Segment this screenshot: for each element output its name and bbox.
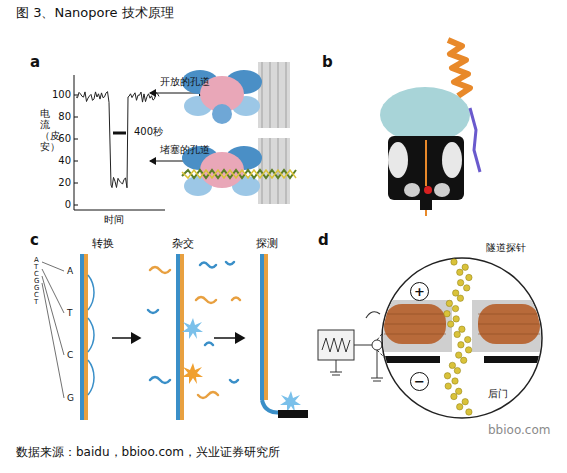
dna-bead xyxy=(465,336,471,342)
open-pore xyxy=(182,62,290,128)
panel-letter: b xyxy=(322,54,333,71)
base-letter: A xyxy=(34,256,39,264)
dna-bead xyxy=(449,362,455,368)
protein-model xyxy=(380,40,480,216)
probe-label: 隧道探针 xyxy=(486,242,526,254)
pore-label: 开放的孔道 xyxy=(160,76,210,88)
base-letter: C xyxy=(67,350,73,360)
tick-label: 60 xyxy=(58,133,71,145)
step-label: 转换 xyxy=(92,238,114,251)
dna-bead xyxy=(453,290,459,296)
fluorescent-star xyxy=(182,318,301,412)
dna-bead xyxy=(457,295,463,301)
dna-bead xyxy=(446,300,452,306)
tick-label: 40 xyxy=(58,155,71,167)
leader-lines xyxy=(42,262,64,398)
panel-letter: d xyxy=(318,232,329,249)
base-letter: T xyxy=(34,298,38,306)
base-letter: C xyxy=(34,270,39,278)
plot-axes xyxy=(74,75,165,210)
base-letter: T xyxy=(67,308,73,318)
dna-bead xyxy=(453,316,459,322)
dna-bead xyxy=(454,331,460,337)
dna-bead xyxy=(451,259,457,265)
axis-title: 电流（皮安） xyxy=(40,108,50,152)
tick-label: 0 xyxy=(65,199,71,211)
dna-bead xyxy=(464,285,470,291)
dna-bead xyxy=(462,264,468,270)
dna-bead xyxy=(466,274,472,280)
dna-bead xyxy=(457,404,463,410)
dna-bead xyxy=(457,269,463,275)
step-arrow xyxy=(214,337,244,339)
step-label: 探测 xyxy=(256,238,278,251)
polarity-sign: − xyxy=(414,375,425,388)
current-trace xyxy=(76,92,159,188)
step-arrow xyxy=(112,337,140,339)
dna-bead xyxy=(445,383,451,389)
base-letter: A xyxy=(67,266,73,276)
dna-bead xyxy=(451,393,457,399)
base-letter: G xyxy=(34,277,39,285)
probes xyxy=(148,262,240,398)
base-letter: C xyxy=(34,291,39,299)
tick-label: 100 xyxy=(52,89,71,101)
tick-label: 20 xyxy=(58,177,71,189)
dna-strand xyxy=(80,254,282,420)
dna-bead xyxy=(452,305,458,311)
panel-letter: a xyxy=(30,54,40,71)
source-caption: 数据来源：baidu，bbioo.com，兴业证券研究所 xyxy=(16,446,280,460)
base-letter: T xyxy=(34,263,38,271)
detector-bar xyxy=(278,410,308,418)
dna-bead xyxy=(456,352,462,358)
polarity-symbol: + xyxy=(410,282,429,301)
step-label: 杂交 xyxy=(172,238,194,251)
polarity-symbol: − xyxy=(410,372,429,391)
panel-letter: c xyxy=(30,232,39,249)
dna-bead xyxy=(461,357,467,363)
dna-bead xyxy=(459,326,465,332)
dna-bead xyxy=(448,321,454,327)
dna-bead xyxy=(466,409,472,415)
dna-bead xyxy=(452,378,458,384)
duration-label: 400秒 xyxy=(134,126,163,138)
base-letter: G xyxy=(34,284,39,292)
dna-bead xyxy=(465,347,471,353)
figure-title: 图 3、Nanopore 技术原理 xyxy=(16,6,174,21)
dna-bead xyxy=(457,280,463,286)
axis-title: 时间 xyxy=(104,214,124,226)
base-letter: G xyxy=(67,393,74,403)
dna-bead xyxy=(456,388,462,394)
tick-label: 80 xyxy=(58,111,71,123)
pore-label: 堵塞的孔道 xyxy=(160,144,210,156)
polarity-sign: + xyxy=(414,285,425,298)
duration-bar xyxy=(113,132,126,135)
dna-bead xyxy=(462,399,468,405)
gate-label: 后门 xyxy=(488,388,508,400)
dna-bead xyxy=(444,311,450,317)
watermark: bbioo.com xyxy=(488,424,550,438)
zoom-view xyxy=(380,258,544,418)
dna-bead xyxy=(444,373,450,379)
dna-bead xyxy=(458,342,464,348)
dna-bead xyxy=(454,367,460,373)
